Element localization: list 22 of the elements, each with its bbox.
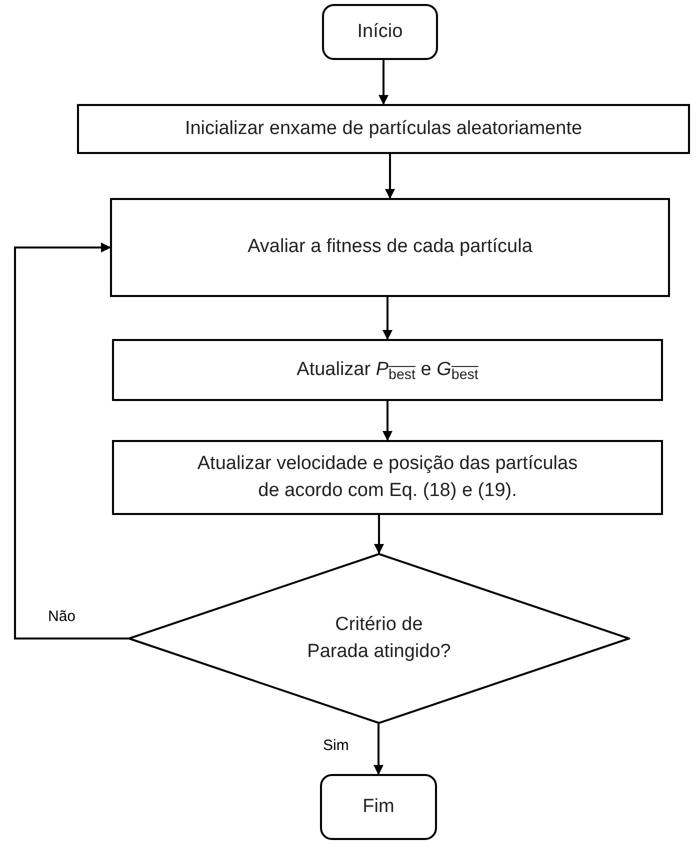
arrow xyxy=(374,515,384,554)
node-label: Avaliar a fitness de cada partícula xyxy=(246,235,534,260)
arrow xyxy=(382,297,392,340)
terminal-box xyxy=(320,774,437,840)
node-label: Critério de Parada atingido? xyxy=(306,613,452,664)
node-label: Fim xyxy=(362,794,396,819)
arrow xyxy=(385,154,395,199)
node-label: Início xyxy=(356,20,404,44)
node-label: Atualizar velocidade e posição das partículas de acordo com Eq. (18) e (19). xyxy=(196,452,579,502)
edge-label: Não xyxy=(48,608,76,624)
process-box xyxy=(112,339,663,401)
arrow xyxy=(382,401,392,441)
arrow xyxy=(374,724,384,775)
terminal-box xyxy=(322,4,438,60)
process-box xyxy=(77,104,690,154)
arrow xyxy=(378,60,388,105)
arrow xyxy=(14,242,128,640)
node-label: Atualizar P$_{best}$ e G$_{best}$ xyxy=(296,358,480,384)
process-box xyxy=(112,440,663,515)
process-box xyxy=(110,198,670,297)
edge-label: Sim xyxy=(323,738,349,753)
node-label: Inicializar enxame de partículas aleatoriamente xyxy=(184,116,584,141)
